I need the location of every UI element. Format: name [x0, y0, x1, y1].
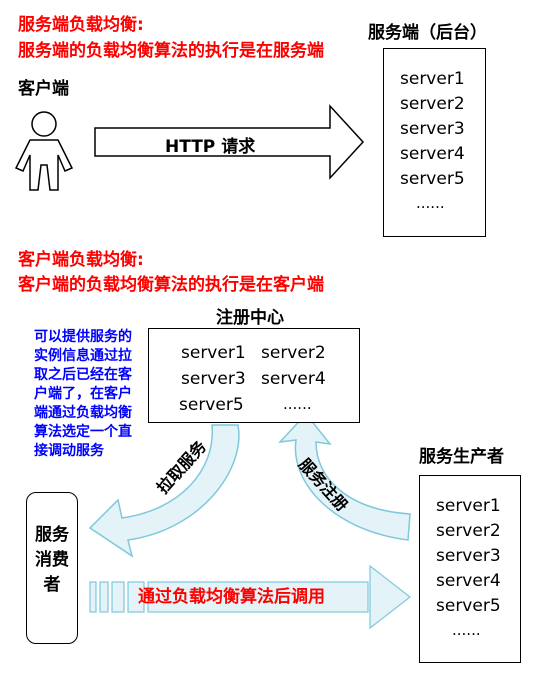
backend-label: 服务端（后台） — [368, 23, 487, 43]
registry-server-more: ...... — [283, 395, 312, 413]
provider-server-2: server2 — [436, 521, 501, 541]
provider-server-4: server4 — [436, 571, 501, 591]
registry-server-4: server4 — [261, 369, 326, 389]
provider-server-3: server3 — [436, 546, 501, 566]
registry-server-2: server2 — [261, 343, 326, 363]
call-arrow — [89, 564, 411, 630]
backend-server-2: server2 — [400, 94, 465, 114]
registry-label: 注册中心 — [216, 308, 284, 328]
explanation-note: 可以提供服务的实例信息通过拉取之后已经在客户端了，在客户端通过负载均衡算法选定一… — [34, 329, 132, 459]
backend-server-more: ...... — [416, 194, 445, 212]
person-icon — [14, 111, 74, 191]
provider-server-more: ...... — [452, 621, 481, 639]
consumer-box: 服务消费者 — [26, 492, 78, 644]
provider-server-5: server5 — [436, 596, 501, 616]
registry-box: server1 server2 server3 server4 server5 … — [148, 328, 360, 423]
backend-server-5: server5 — [400, 169, 465, 189]
registry-server-1: server1 — [181, 343, 246, 363]
backend-server-1: server1 — [400, 69, 465, 89]
client-lb-title: 客户端负载均衡: — [18, 250, 144, 270]
backend-server-4: server4 — [400, 144, 465, 164]
registry-server-3: server3 — [181, 369, 246, 389]
consumer-label: 服务消费者 — [35, 525, 69, 595]
registry-server-5: server5 — [179, 395, 244, 415]
server-lb-title: 服务端负载均衡: — [18, 15, 144, 35]
http-request-arrow — [94, 104, 365, 180]
client-lb-subtitle: 客户端的负载均衡算法的执行是在客户端 — [18, 275, 324, 295]
client-label: 客户端 — [18, 79, 69, 99]
http-request-label: HTTP 请求 — [165, 137, 256, 157]
provider-label: 服务生产者 — [419, 447, 504, 467]
backend-server-box: server1 server2 server3 server4 server5 … — [383, 48, 486, 237]
provider-server-1: server1 — [436, 496, 501, 516]
provider-box: server1 server2 server3 server4 server5 … — [419, 475, 521, 663]
backend-server-3: server3 — [400, 119, 465, 139]
server-lb-subtitle: 服务端的负载均衡算法的执行是在服务端 — [18, 41, 324, 61]
pull-services-arrow — [88, 424, 240, 558]
register-service-arrow — [278, 412, 411, 541]
call-label: 通过负载均衡算法后调用 — [138, 587, 325, 607]
